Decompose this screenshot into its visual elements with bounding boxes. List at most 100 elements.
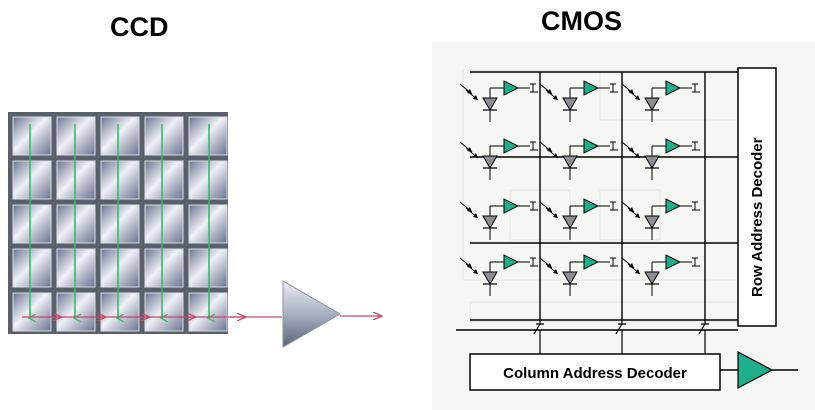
photodiode-icon [562,215,578,229]
ccd-pixel [100,116,140,156]
light-ray-arrowhead-icon [473,213,478,218]
cmos-pixel [459,198,538,240]
ccd-pixel [100,292,140,332]
ccd-pixel [144,160,184,200]
column-switch-icon [533,320,544,335]
cmos-pixel [459,254,538,296]
ccd-pixel [144,292,184,332]
select-transistor-icon [692,141,700,151]
photodiode-icon [482,155,498,169]
light-ray-arrowhead-icon [553,153,558,158]
select-transistor-icon [530,201,538,211]
cmos-output-amplifier [737,351,774,389]
light-ray-arrowhead-icon [547,89,552,94]
ccd-pixel [188,248,228,288]
select-transistor-icon [530,257,538,267]
light-ray-arrowhead-icon [547,207,552,212]
photodiode-icon [644,155,660,169]
ccd-pixel [188,160,228,200]
cmos-pixel [459,138,538,180]
cmos-pixel [621,254,700,296]
select-transistor-icon [692,201,700,211]
ccd-output-amplifier [282,280,341,348]
light-ray-arrowhead-icon [473,95,478,100]
pixel-amplifier-icon [583,138,600,154]
pixel-amplifier-icon [665,198,682,214]
row-address-decoder [737,67,777,327]
ccd-pixel [56,248,96,288]
photodiode-icon [644,97,660,111]
pixel-amplifier-icon [665,80,682,96]
light-ray-arrowhead-icon [635,213,640,218]
ccd-pixel [100,204,140,244]
cmos-pixel [621,198,700,240]
photodiode-icon [644,215,660,229]
select-transistor-icon [530,141,538,151]
light-ray-arrowhead-icon [467,263,472,268]
cmos-title: CMOS [541,6,622,36]
pixel-amplifier-icon [665,254,682,270]
light-ray-arrowhead-icon [635,153,640,158]
light-ray-arrowhead-icon [553,95,558,100]
light-ray-arrowhead-icon [635,269,640,274]
cmos-pixel [621,80,700,122]
ccd-readout-register-arrows [22,316,382,317]
light-ray-arrowhead-icon [547,147,552,152]
select-transistor-icon [610,141,618,151]
ccd-pixel [12,160,52,200]
ccd-pixel [56,160,96,200]
light-ray-arrowhead-icon [629,263,634,268]
photodiode-icon [562,97,578,111]
cmos-row-column-lines [456,71,738,331]
pixel-amplifier-icon [503,198,520,214]
light-ray-arrowhead-icon [467,89,472,94]
ccd-pixel [12,292,52,332]
row-address-decoder-label: Row Address Decoder [749,137,766,297]
ccd-pixel [144,116,184,156]
light-ray-arrowhead-icon [629,89,634,94]
ccd-pixel [56,292,96,332]
pixel-amplifier-icon [503,254,520,270]
ccd-pixel [100,160,140,200]
ccd-pixel [144,248,184,288]
photodiode-icon [482,271,498,285]
pixel-amplifier-icon [583,254,600,270]
column-address-decoder-label: Column Address Decoder [503,365,687,382]
light-ray-arrowhead-icon [629,207,634,212]
ccd-pixel [188,292,228,332]
cmos-column-switches [533,320,709,354]
select-transistor-icon [610,201,618,211]
photodiode-icon [562,155,578,169]
light-ray-arrowhead-icon [473,153,478,158]
ccd-pixel [100,248,140,288]
column-switch-icon [698,320,709,335]
select-transistor-icon [610,83,618,93]
pixel-amplifier-icon [665,138,682,154]
cmos-pixel [539,138,618,180]
cmos-pixel [621,138,700,180]
ccd-pixel [12,204,52,244]
light-ray-arrowhead-icon [547,263,552,268]
photodiode-icon [562,271,578,285]
photodiode-icon [482,215,498,229]
light-ray-arrowhead-icon [467,207,472,212]
ccd-pixel [56,204,96,244]
photodiode-icon [644,271,660,285]
select-transistor-icon [610,257,618,267]
ccd-pixel [188,204,228,244]
light-ray-arrowhead-icon [635,95,640,100]
pixel-amplifier-icon [503,138,520,154]
column-switch-icon [615,320,626,335]
cmos-faded-background [462,69,771,323]
pixel-amplifier-icon [583,198,600,214]
ccd-pixel [188,116,228,156]
ccd-charge-transfer-arrows [30,124,209,318]
ccd-title: CCD [110,12,169,42]
light-ray-arrowhead-icon [467,147,472,152]
ccd-pixel [56,116,96,156]
ccd-pixel [12,116,52,156]
light-ray-arrowhead-icon [553,269,558,274]
light-ray-arrowhead-icon [473,269,478,274]
cmos-pixel [539,198,618,240]
